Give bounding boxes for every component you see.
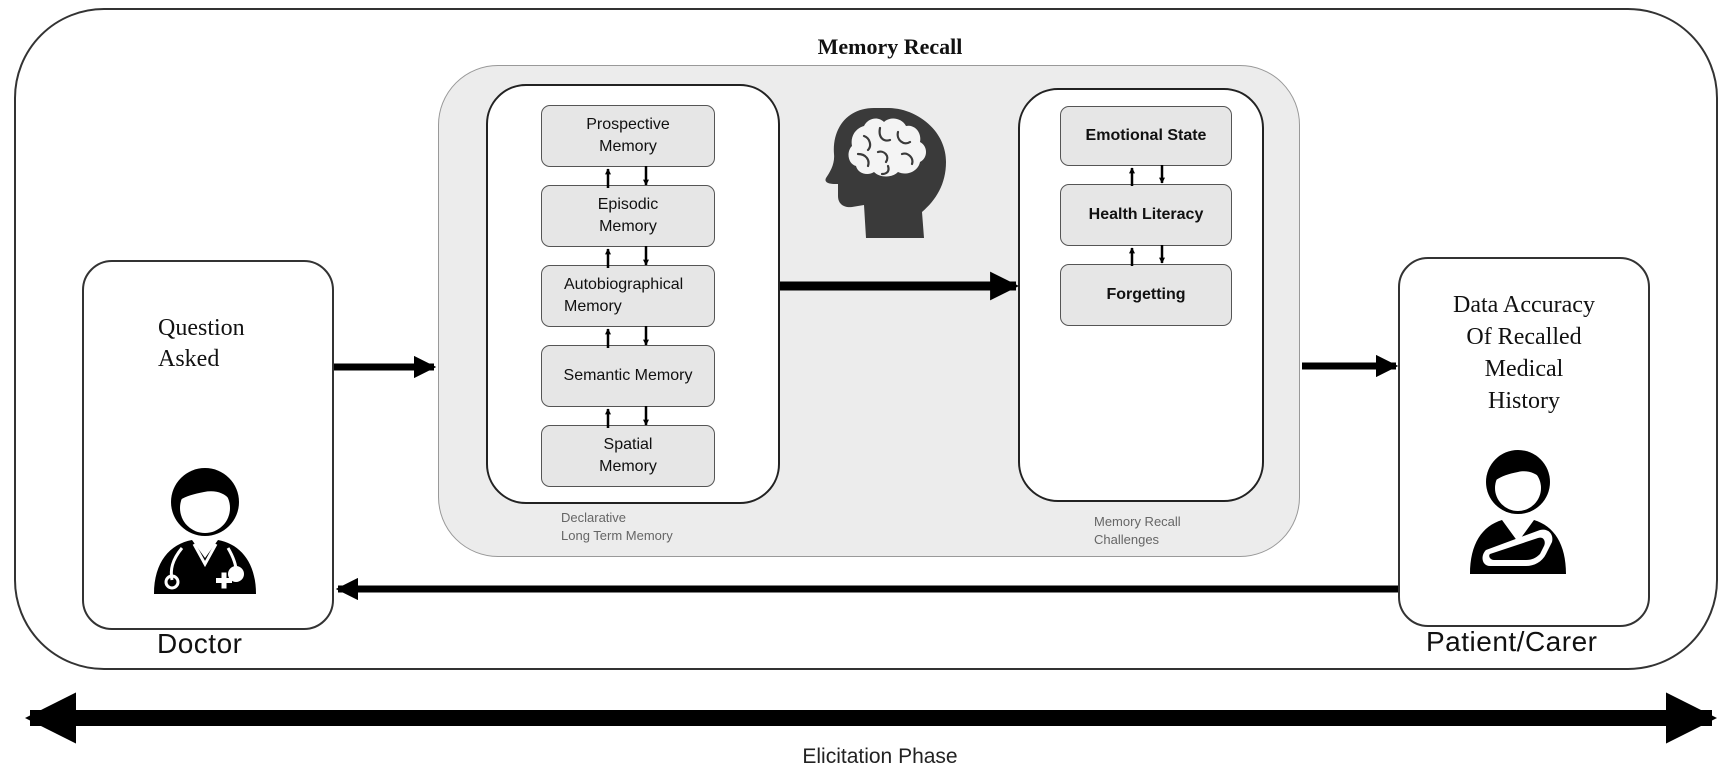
question-line-2: Asked xyxy=(158,346,220,372)
caption-line: Long Term Memory xyxy=(561,528,673,543)
caption-line: Challenges xyxy=(1094,532,1160,547)
patient-carer-label: Patient/Carer xyxy=(1426,626,1598,657)
head-brain-icon xyxy=(825,108,946,238)
declarative-caption: Declarative Long Term Memory xyxy=(561,509,673,545)
challenge-label: Health Literacy xyxy=(1088,206,1204,223)
memory-label: Memory xyxy=(599,458,657,475)
data-accuracy-text: Data Accuracy Of Recalled Medical Histor… xyxy=(1400,289,1648,417)
caption-line: Memory Recall xyxy=(1094,514,1181,529)
challenge-label: Emotional State xyxy=(1085,127,1207,144)
memory-label: Episodic xyxy=(597,196,659,213)
accuracy-line-2: Of Recalled xyxy=(1466,324,1582,350)
challenges-caption: Memory Recall Challenges xyxy=(1094,513,1181,549)
caption-line: Declarative xyxy=(561,510,627,525)
declarative-arrows xyxy=(604,166,650,428)
memory-label: Prospective xyxy=(586,116,670,133)
memory-label: Memory xyxy=(599,138,657,155)
memory-label: Spatial xyxy=(603,436,653,453)
memory-label: Memory xyxy=(564,298,622,315)
challenge-label: Forgetting xyxy=(1106,286,1186,303)
health-literacy-box: Health Literacy xyxy=(1060,184,1232,246)
memory-label: Semantic Memory xyxy=(563,367,693,384)
doctor-label: Doctor xyxy=(157,628,243,659)
question-asked-text: Question Asked xyxy=(158,313,308,375)
question-line-1: Question xyxy=(158,315,245,341)
accuracy-line-1: Data Accuracy xyxy=(1453,292,1595,318)
accuracy-line-3: Medical xyxy=(1484,356,1564,382)
challenge-arrows xyxy=(1128,165,1166,266)
elicitation-phase-label: Elicitation Phase xyxy=(802,745,958,768)
memory-recall-title: Memory Recall xyxy=(817,34,963,59)
semantic-memory-box: Semantic Memory xyxy=(541,345,715,407)
doctor-icon xyxy=(154,468,256,594)
memory-label: Autobiographical xyxy=(564,276,684,293)
patient-injured-arm-icon xyxy=(1470,450,1566,574)
forgetting-box: Forgetting xyxy=(1060,264,1232,326)
memory-label: Memory xyxy=(599,218,657,235)
accuracy-line-4: History xyxy=(1488,388,1560,414)
emotional-state-box: Emotional State xyxy=(1060,106,1232,166)
